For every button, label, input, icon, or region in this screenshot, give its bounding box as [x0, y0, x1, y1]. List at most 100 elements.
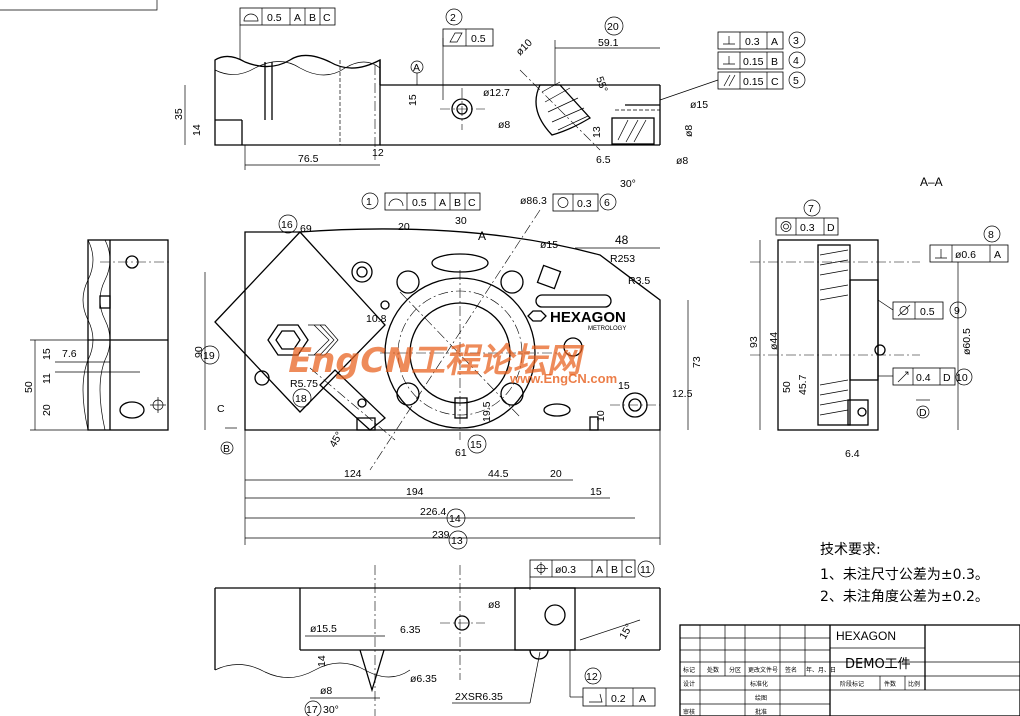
dim-48: 48	[615, 233, 629, 247]
fcf-stack-right: 0.3 A 3 0.15 B 4 0.15 C 5	[659, 31, 806, 101]
dim-r3-5: R3.5	[628, 275, 650, 287]
notes-line-2: 2、未注角度公差为±0.2。	[820, 589, 989, 605]
svg-text:3: 3	[793, 35, 799, 47]
logo-brand: HEXAGON	[550, 309, 626, 326]
svg-text:0.3: 0.3	[800, 222, 815, 234]
dim-phi15-top: ø15	[690, 99, 708, 111]
fcf-angularity: 12 0.2 A	[569, 650, 656, 707]
v-groove	[359, 649, 385, 693]
svg-text:0.5: 0.5	[267, 12, 282, 24]
svg-text:15: 15	[590, 486, 602, 498]
datum-d: D	[919, 407, 927, 419]
fcf-profile-top: 0.5 A B C	[239, 7, 336, 60]
svg-text:A: A	[439, 197, 446, 209]
section-hatch	[819, 249, 849, 416]
svg-text:ø0.6: ø0.6	[955, 249, 976, 261]
dim-phi8-c: ø8	[320, 685, 332, 697]
dim-45-7: 45.7	[797, 374, 809, 395]
svg-text:4: 4	[793, 55, 799, 67]
svg-text:设计: 设计	[683, 680, 695, 688]
svg-text:比例: 比例	[908, 680, 920, 688]
dim-15-left: 15	[41, 348, 53, 360]
dim-93: 93	[748, 336, 760, 348]
hole-bl	[396, 382, 420, 406]
svg-text:A: A	[639, 693, 646, 705]
dim-239: 239	[432, 529, 450, 541]
dim-69: 69	[300, 223, 312, 235]
dim-61: 61	[455, 447, 467, 459]
dim-11-left: 11	[41, 373, 53, 384]
angularity-icon	[589, 693, 603, 703]
parallelism-icon	[723, 74, 736, 87]
svg-text:0.3: 0.3	[745, 36, 760, 48]
svg-text:10: 10	[956, 372, 968, 384]
slot-right	[535, 294, 612, 308]
svg-text:13: 13	[451, 535, 463, 547]
fcf-cylindricity: 0.5 9	[877, 299, 967, 320]
angled-bore	[535, 84, 592, 136]
dim-10-8: 10.8	[366, 313, 387, 325]
dim-6-4: 6.4	[845, 448, 860, 460]
fcf-runout: 0.4 D 10	[878, 367, 973, 386]
dim-phi8: ø8	[498, 119, 510, 131]
svg-text:C: C	[468, 197, 476, 209]
svg-text:阶段标记: 阶段标记	[840, 680, 864, 688]
tb-part: DEMO工件	[845, 657, 911, 672]
frame-corner	[0, 0, 158, 11]
svg-text:12: 12	[586, 671, 598, 683]
svg-text:17: 17	[306, 704, 318, 716]
technical-notes: 技术要求: 1、未注尺寸公差为±0.3。 2、未注角度公差为±0.2。	[820, 542, 989, 605]
svg-text:14: 14	[449, 513, 461, 525]
dim-20-b: 20	[550, 468, 562, 480]
balloon-17	[304, 700, 322, 716]
svg-text:18: 18	[295, 393, 307, 405]
break-bottom	[214, 662, 411, 678]
fcf-profile-front: 1 0.5 A B C	[361, 192, 481, 211]
diamond-face	[214, 231, 386, 413]
bottom-view: 15° ø15.5 6.35 ø8 14 ø6.35 ø8 2XSR6.35 3…	[214, 565, 661, 716]
dim-phi6-35: ø6.35	[410, 673, 437, 685]
svg-text:6: 6	[604, 197, 610, 209]
svg-text:0.5: 0.5	[920, 306, 935, 318]
svg-text:B: B	[771, 56, 778, 68]
svg-text:更改文件号: 更改文件号	[748, 666, 778, 674]
svg-text:1: 1	[366, 196, 372, 208]
svg-text:0.3: 0.3	[577, 198, 592, 210]
dim-phi15-5: ø15.5	[310, 623, 337, 635]
svg-text:A: A	[994, 249, 1001, 261]
profile-surface-icon	[243, 13, 259, 22]
section-label: A–A	[920, 175, 943, 189]
hexagon-logo-icon	[527, 310, 547, 322]
left-side-view: 50 15 11 20 7.6	[23, 239, 170, 431]
svg-text:D: D	[827, 222, 835, 234]
svg-text:A: A	[294, 12, 301, 24]
dim-6-35: 6.35	[400, 624, 421, 636]
dim-20: 20	[398, 221, 410, 233]
svg-text:2: 2	[450, 12, 456, 24]
datum-b: B	[223, 443, 230, 455]
title-block: HEXAGON DEMO工件 标记 处数 分区 更改文件号 签名 年、月、日 设…	[679, 624, 1020, 716]
hatch-pocket	[617, 119, 647, 143]
section-view: 93 ø44 50 45.7 ø60.5 6.4 D	[748, 239, 973, 460]
fcf-concentricity: 7 0.3 D	[775, 199, 839, 236]
dim-r253: R253	[610, 253, 635, 265]
fcf-position: ø0.3 A B C 11	[529, 559, 655, 590]
svg-text:0.15: 0.15	[743, 56, 764, 68]
balloon-14	[446, 508, 466, 528]
svg-text:ø0.3: ø0.3	[555, 564, 576, 576]
svg-text:7: 7	[808, 203, 814, 215]
dim-phi8-bottom: ø8	[488, 599, 500, 611]
dim-194: 194	[406, 486, 424, 498]
break-line	[214, 61, 381, 76]
dim-20-left: 20	[41, 404, 53, 416]
svg-text:签名: 签名	[785, 666, 797, 674]
svg-text:9: 9	[954, 305, 960, 317]
dim-50-section: 50	[781, 381, 793, 393]
dim-15deg: 15°	[617, 622, 635, 642]
balloon-16	[278, 214, 298, 234]
dim-phi12-7: ø12.7	[483, 87, 510, 99]
fcf-perp-section: 8 ø0.6 A	[929, 225, 1009, 263]
dim-phi8-b: ø8	[676, 155, 688, 167]
balloon-19	[200, 345, 220, 365]
svg-text:批准: 批准	[755, 708, 767, 716]
